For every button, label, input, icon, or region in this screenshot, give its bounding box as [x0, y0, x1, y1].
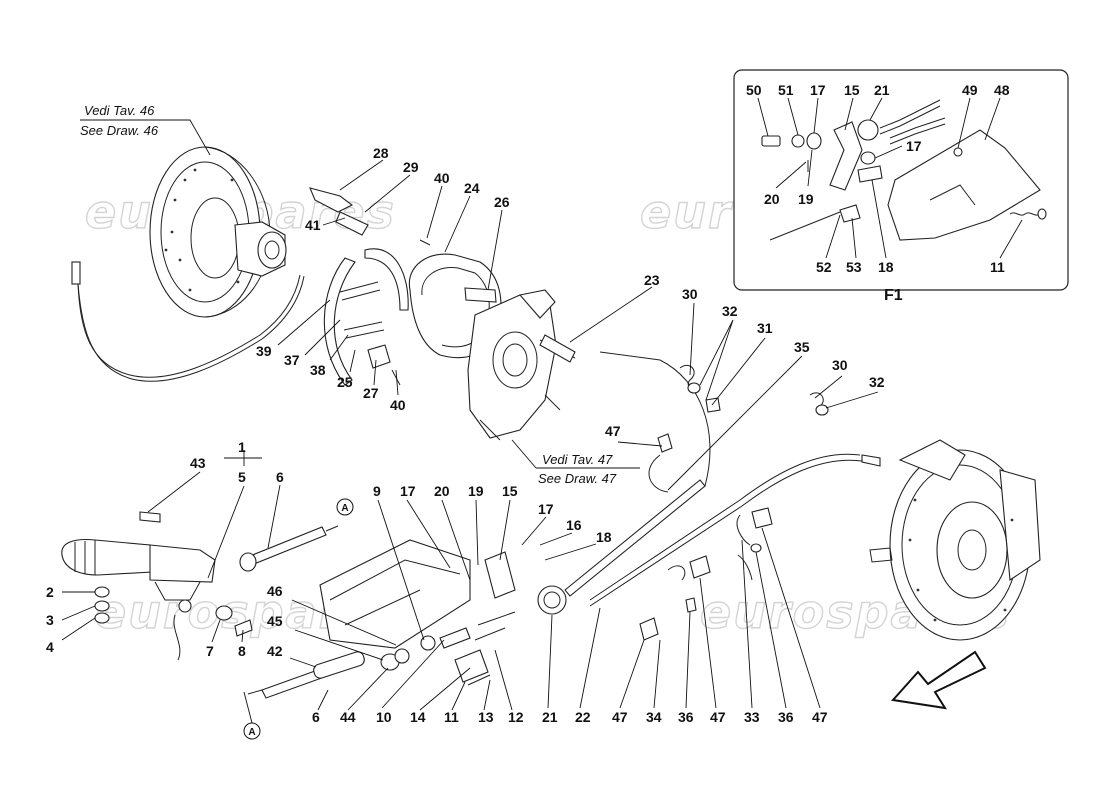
callout: 11	[990, 259, 1005, 275]
callout: 15	[844, 82, 860, 98]
inset-title: F1	[884, 287, 903, 304]
callout: 28	[373, 145, 389, 161]
callout: 23	[644, 272, 660, 288]
callout: 44	[340, 709, 356, 725]
callout: 6	[312, 709, 320, 725]
callout: 13	[478, 709, 494, 725]
callout: 29	[403, 159, 419, 175]
callout: 30	[832, 357, 848, 373]
callout: 5	[238, 469, 246, 485]
callout: 47	[612, 709, 628, 725]
callout: 47	[710, 709, 726, 725]
callout: 3	[46, 612, 54, 628]
callout: 17	[400, 483, 416, 499]
callout: 11	[444, 709, 459, 725]
callout: 51	[778, 82, 794, 98]
callout: 35	[794, 339, 810, 355]
callout: 20	[764, 191, 780, 207]
callout: 48	[994, 82, 1010, 98]
callout: 30	[682, 286, 698, 302]
svg-text:Vedi Tav. 46: Vedi Tav. 46	[84, 103, 155, 118]
handbrake-lever	[61, 511, 216, 661]
cable-bracket	[319, 539, 516, 649]
callout: 12	[508, 709, 524, 725]
reference-note-center: Vedi Tav. 47 See Draw. 47	[511, 439, 640, 486]
callout: 17	[538, 501, 554, 517]
callout: 17	[810, 82, 826, 98]
callout: 2	[46, 584, 54, 600]
callout: 26	[494, 194, 510, 210]
direction-arrow-icon	[891, 650, 987, 710]
callout: 52	[816, 259, 832, 275]
svg-text:A: A	[341, 503, 348, 514]
callout: 22	[575, 709, 591, 725]
svg-text:See Draw. 47: See Draw. 47	[538, 471, 617, 486]
callout: 18	[878, 259, 894, 275]
callout: 21	[874, 82, 890, 98]
callout: 4	[46, 639, 54, 655]
callout: 41	[305, 217, 321, 233]
callout: 46	[267, 583, 283, 599]
callout: 18	[596, 529, 612, 545]
callout: 10	[376, 709, 392, 725]
callout: 27	[363, 385, 379, 401]
callout: 36	[778, 709, 794, 725]
callout: 15	[502, 483, 518, 499]
callout: 45	[267, 613, 283, 629]
svg-text:Vedi Tav. 47: Vedi Tav. 47	[542, 452, 613, 467]
brake-disc-left	[149, 146, 287, 318]
callout: 32	[869, 374, 885, 390]
cable-fittings	[313, 611, 516, 686]
callout: 8	[238, 643, 246, 659]
callout: 32	[722, 303, 738, 319]
callout: 37	[284, 352, 300, 368]
callout: 14	[410, 709, 426, 725]
brake-disc-right	[869, 439, 1041, 641]
callout: 50	[746, 82, 762, 98]
callout-numbers: 28 29 40 24 26 41 39 37 38 25 27 40 23 3…	[46, 82, 1010, 725]
inset-f1	[733, 69, 1069, 291]
callout: 49	[962, 82, 978, 98]
callout: 1	[238, 439, 246, 455]
callout: 25	[337, 374, 353, 390]
callout: 47	[812, 709, 828, 725]
clips	[639, 364, 829, 641]
callout: 19	[798, 191, 814, 207]
brake-shoe-assembly	[309, 187, 431, 386]
callout: 17	[906, 138, 922, 154]
connector-a: A A	[243, 498, 354, 740]
callout: 38	[310, 362, 326, 378]
callout: 21	[542, 709, 558, 725]
svg-text:See Draw. 46: See Draw. 46	[80, 123, 159, 138]
svg-text:A: A	[248, 727, 255, 738]
callout: 47	[605, 423, 621, 439]
callout: 7	[206, 643, 214, 659]
callout: 20	[434, 483, 450, 499]
callout: 6	[276, 469, 284, 485]
callout: 40	[390, 397, 406, 413]
callout: 36	[678, 709, 694, 725]
callout: 42	[267, 643, 283, 659]
leader-lines	[61, 97, 1023, 711]
small-fittings	[215, 605, 253, 637]
callout: 19	[468, 483, 484, 499]
washer-stack	[94, 586, 110, 624]
callout: 31	[757, 320, 773, 336]
abs-sensor-wire	[71, 261, 305, 382]
reference-note-top-left: Vedi Tav. 46 See Draw. 46	[80, 103, 211, 156]
inset-title-text: F1	[884, 287, 903, 304]
callout: 53	[846, 259, 862, 275]
callout: 24	[464, 180, 480, 196]
callout: 34	[646, 709, 662, 725]
rear-cables	[537, 334, 881, 615]
callout: 43	[190, 455, 206, 471]
callout: 40	[434, 170, 450, 186]
hub-carrier	[467, 289, 561, 441]
callout: 33	[744, 709, 760, 725]
callout: 16	[566, 517, 582, 533]
callout: 39	[256, 343, 272, 359]
callout: 9	[373, 483, 381, 499]
